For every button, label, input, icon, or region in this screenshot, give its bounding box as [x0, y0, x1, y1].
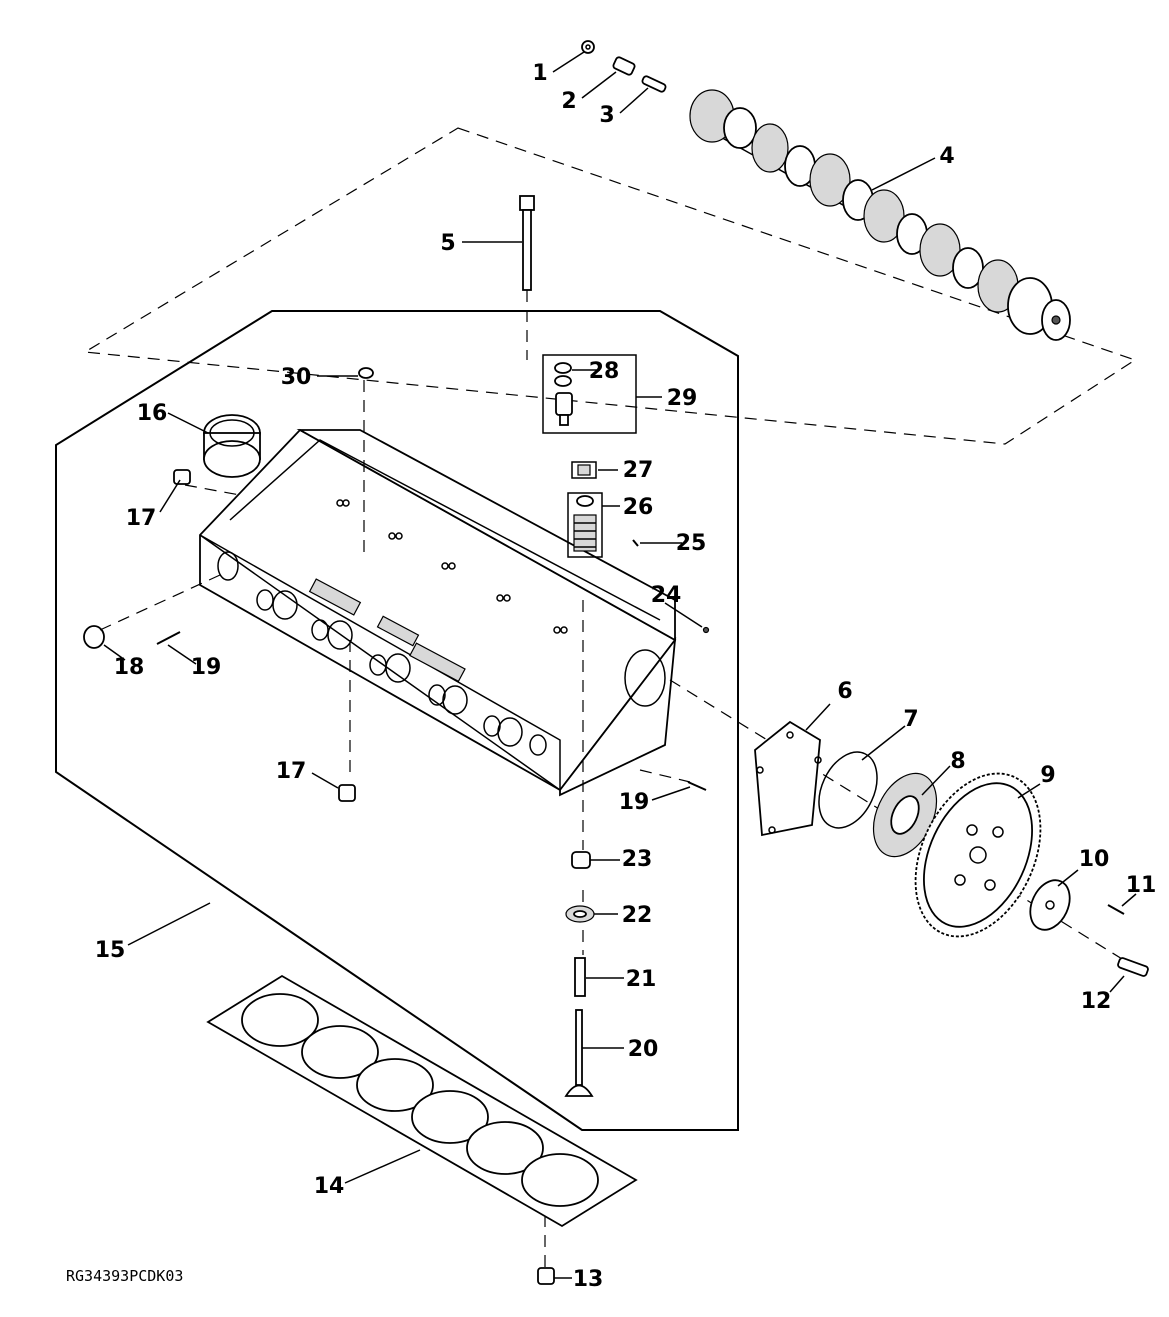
head-gasket: [206, 974, 638, 1228]
callout-5: 5: [440, 231, 455, 256]
cylinder-head-group-outline: [55, 310, 739, 1131]
callout-4: 4: [939, 144, 954, 169]
gear-washer: [1029, 879, 1071, 931]
camshaft-nut: [581, 40, 595, 54]
camshaft-group-envelope: [83, 127, 1137, 445]
camshaft-gear: [914, 772, 1042, 938]
valve-seat-insert: [537, 1267, 555, 1285]
valve: [564, 1009, 594, 1097]
callout-24: 24: [651, 583, 682, 608]
dowel-pin-lower: [338, 784, 356, 802]
callout-22: 22: [622, 903, 653, 928]
callout-16: 16: [137, 401, 168, 426]
screw-right: [687, 781, 707, 791]
callout-7: 7: [903, 707, 918, 732]
callout-9: 9: [1040, 763, 1055, 788]
pin-25: [632, 539, 639, 547]
callout-19-left: 19: [191, 655, 222, 680]
valve-lock-box: [542, 354, 637, 434]
callout-1: 1: [532, 61, 547, 86]
leader-lines: [103, 51, 1137, 1279]
thrust-plate: [872, 772, 938, 858]
valve-guide: [574, 957, 586, 997]
callout-20: 20: [628, 1037, 659, 1062]
valve-rotator: [571, 461, 597, 479]
valve-spring-box: [567, 492, 603, 558]
plug: [83, 625, 105, 649]
camshaft-bushing: [203, 414, 261, 478]
callout-23: 23: [622, 847, 653, 872]
callout-19-right: 19: [619, 790, 650, 815]
washer-screw: [1107, 904, 1125, 915]
callout-28: 28: [589, 359, 620, 384]
cylinder-head-bolt: [519, 195, 535, 291]
camshaft-pin: [641, 75, 667, 93]
callout-15: 15: [95, 938, 126, 963]
callout-21: 21: [626, 967, 657, 992]
callout-3: 3: [599, 103, 614, 128]
callout-2: 2: [561, 89, 576, 114]
callout-17-upper: 17: [126, 506, 157, 531]
cover-plate: [754, 720, 822, 837]
callout-14: 14: [314, 1174, 345, 1199]
callout-18: 18: [114, 655, 145, 680]
callout-17-lower: 17: [276, 759, 307, 784]
callout-29: 29: [667, 386, 698, 411]
screw-left: [156, 631, 181, 645]
callout-labels: 1 2 3 4 5 6 7 8 9 10 11 12 13 14 15 16 1…: [95, 61, 1157, 1292]
callout-6: 6: [837, 679, 852, 704]
dowel-pin-upper: [173, 469, 191, 485]
camshaft: [689, 89, 1071, 341]
figure-reference-code: RG34393PCDK03: [66, 1267, 183, 1285]
o-ring: [818, 751, 878, 829]
gear-bolt: [1117, 957, 1149, 977]
callout-26: 26: [623, 495, 654, 520]
callout-27: 27: [623, 458, 654, 483]
seal-ring: [358, 367, 374, 379]
callout-12: 12: [1081, 989, 1112, 1014]
cylinder-head: [199, 428, 677, 797]
camshaft-key: [612, 56, 636, 76]
valve-seat-washer: [565, 905, 595, 923]
callout-11: 11: [1126, 873, 1157, 898]
callout-30: 30: [281, 365, 312, 390]
callout-25: 25: [676, 531, 707, 556]
valve-stem-seal: [571, 851, 591, 869]
callout-13: 13: [573, 1267, 604, 1292]
callout-8: 8: [950, 749, 965, 774]
pin-24: [702, 626, 710, 634]
callout-10: 10: [1079, 847, 1110, 872]
